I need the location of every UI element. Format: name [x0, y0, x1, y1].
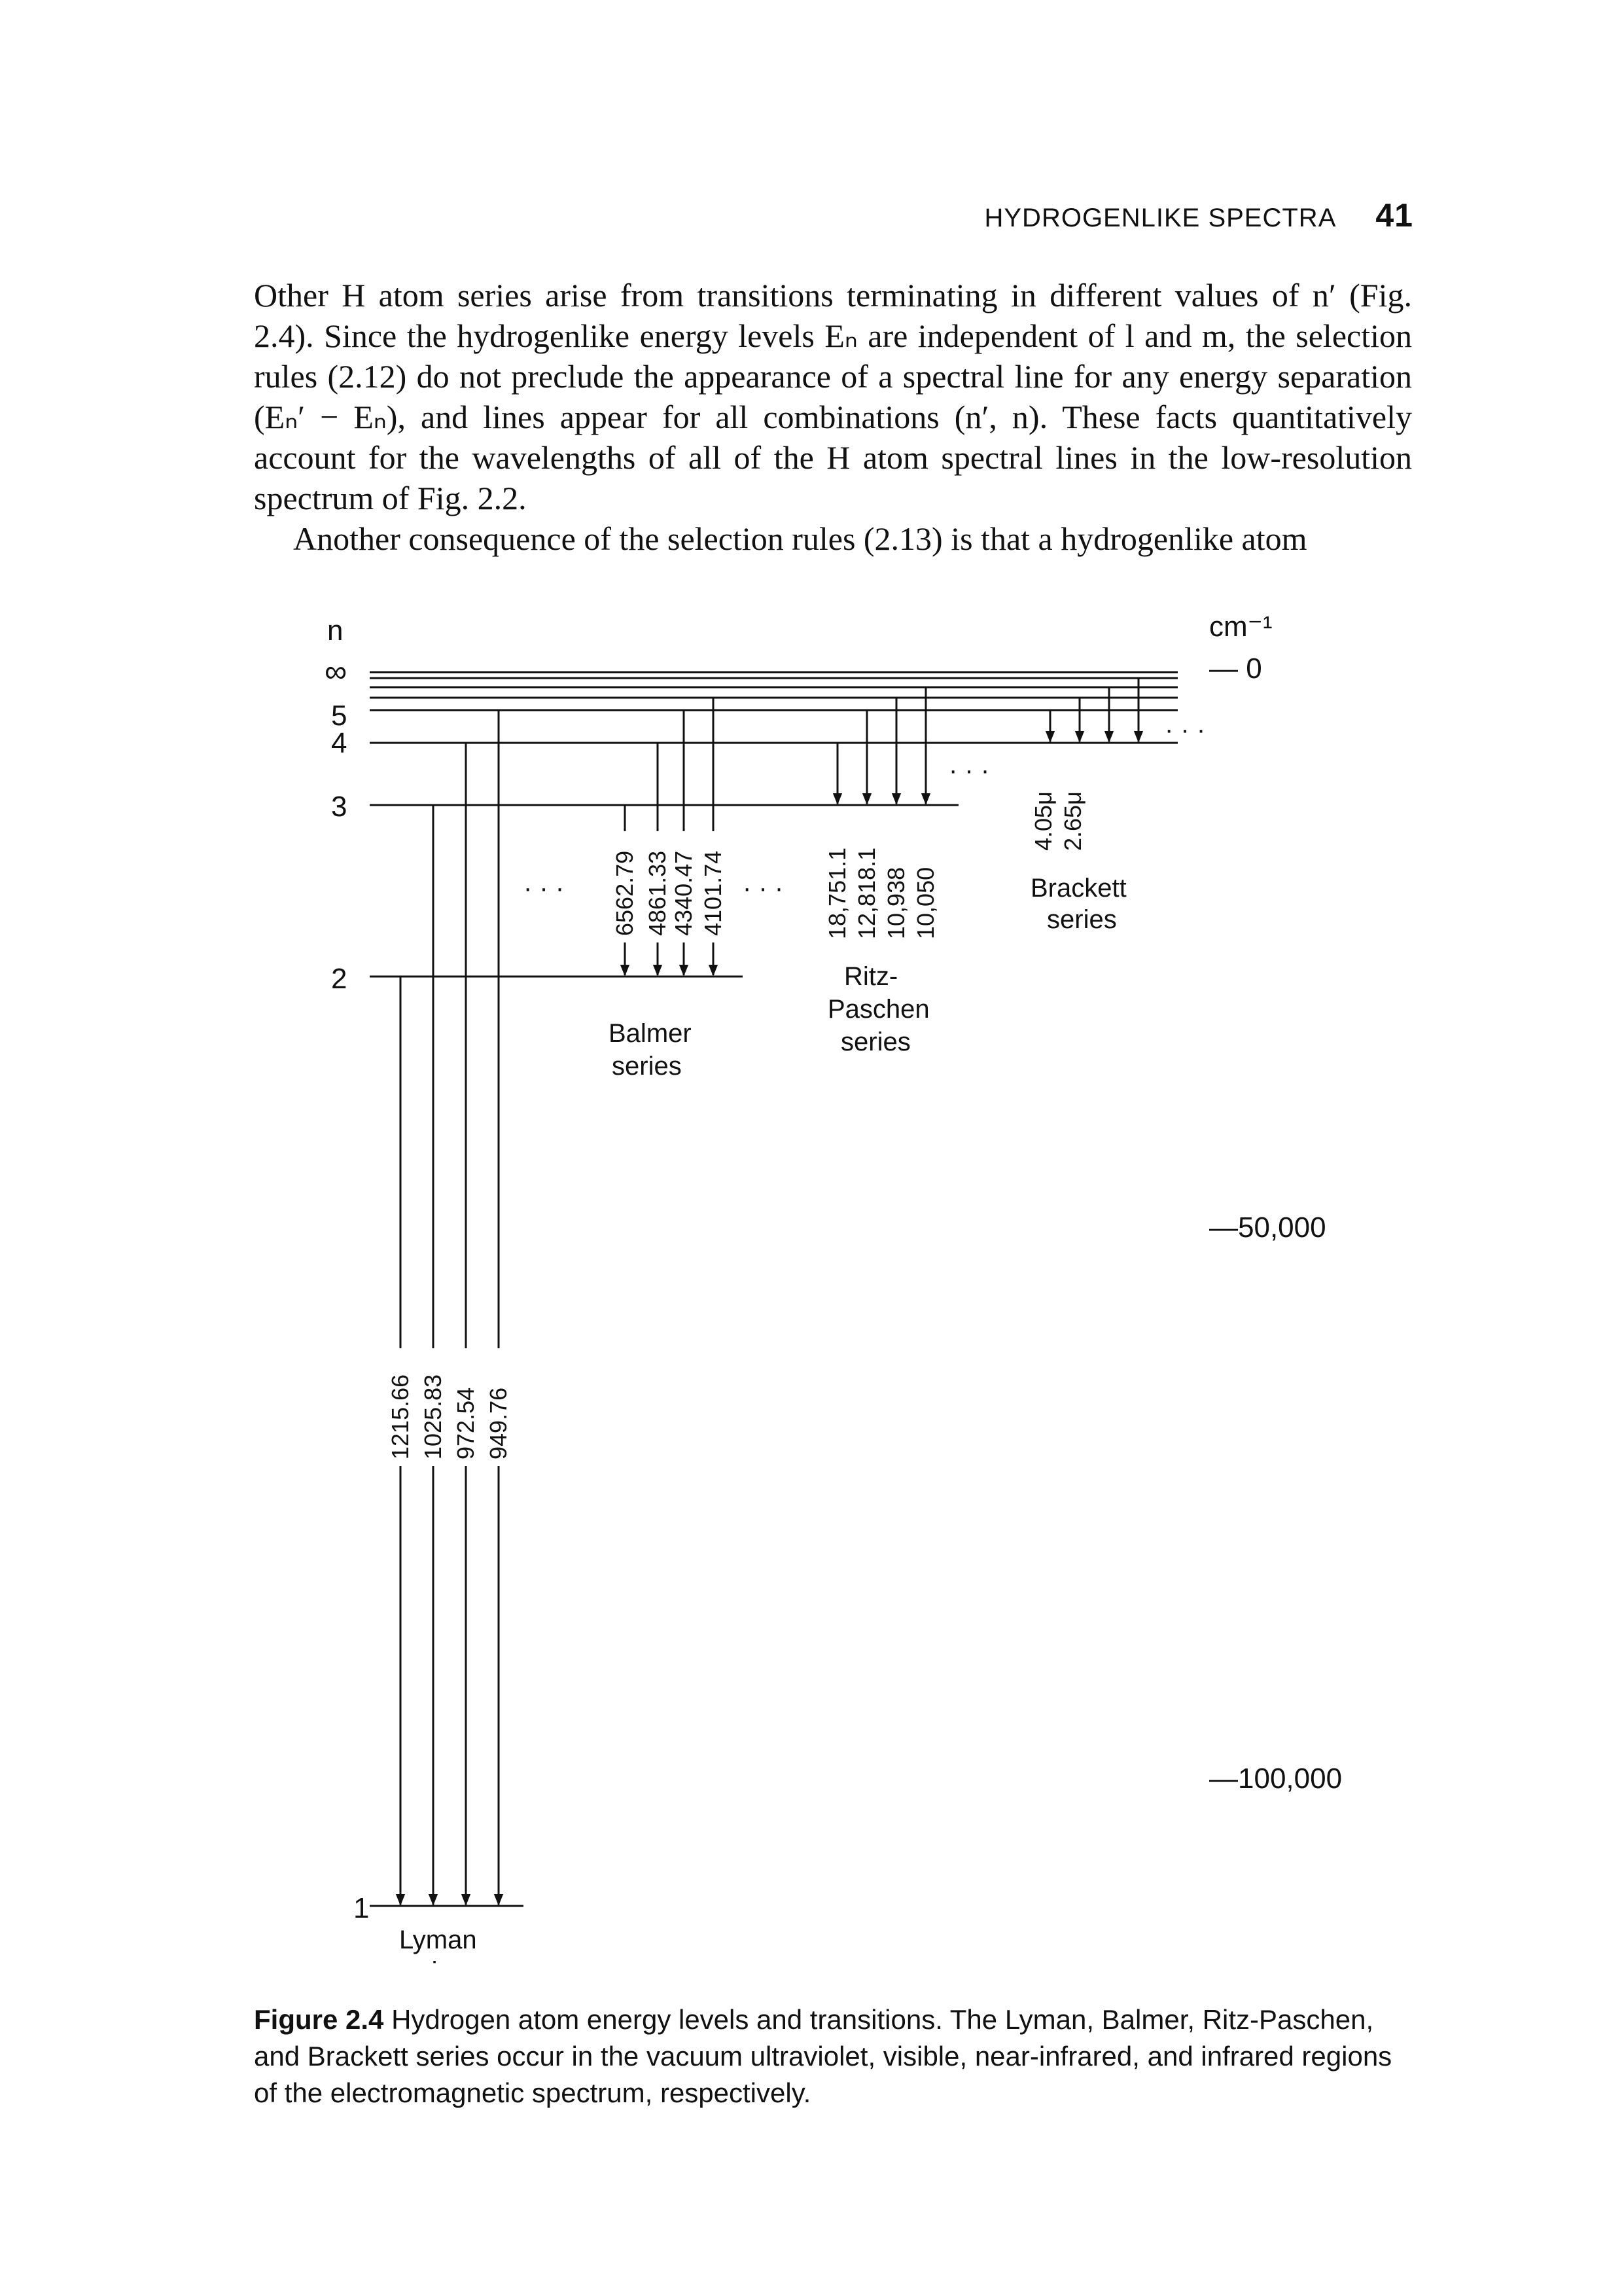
energy-level-diagram: n ∞ 5 4 3 2 1 cm⁻¹ — 0 —50,000 —100,000 … — [325, 611, 1342, 1964]
brackett-wl-1: 4.05μ — [1030, 791, 1057, 851]
body-text: Other H atom series arise from transitio… — [254, 275, 1412, 559]
level-label-5: 5 — [331, 700, 347, 732]
paschen-wl-3: 10,938 — [883, 867, 909, 939]
balmer-wl-2: 4861.33 — [644, 851, 671, 936]
running-header: HYDROGENLIKE SPECTRA 41 — [0, 196, 1413, 234]
lyman-lines — [395, 710, 504, 1906]
paschen-wl-2: 12,818.1 — [853, 848, 880, 939]
balmer-wl-3: 4340.47 — [670, 851, 697, 936]
balmer-ellipsis: · · · — [523, 874, 564, 903]
paragraph-2: Another consequence of the selection rul… — [293, 520, 1307, 557]
paragraph-1: Other H atom series arise from transitio… — [254, 277, 1412, 516]
level-label-3: 3 — [331, 791, 347, 823]
brackett-series-label-2: series — [1047, 905, 1117, 934]
lyman-series-label-1: Lyman — [399, 1926, 477, 1954]
brackett-lines — [1045, 678, 1144, 743]
balmer-wavelengths: 6562.79 4861.33 4340.47 4101.74 — [611, 851, 726, 936]
level-label-2: 2 — [331, 963, 347, 995]
balmer-series-label-2: series — [612, 1052, 682, 1081]
level-label-4: 4 — [331, 727, 347, 759]
energy-levels — [370, 671, 1178, 1907]
balmer-wl-1: 6562.79 — [611, 851, 638, 936]
brackett-series-label-1: Brackett — [1031, 874, 1127, 903]
figure-caption-text: Hydrogen atom energy levels and transiti… — [254, 2004, 1392, 2108]
brackett-wl-2: 2.65μ — [1059, 791, 1086, 851]
brackett-wavelengths: 4.05μ 2.65μ — [1030, 791, 1086, 851]
figure-caption: Figure 2.4 Hydrogen atom energy levels a… — [254, 2001, 1412, 2111]
balmer-lines — [620, 698, 718, 977]
balmer-series-label-1: Balmer — [609, 1019, 692, 1048]
paschen-lines — [832, 687, 931, 805]
lyman-wl-3: 972.54 — [452, 1388, 479, 1460]
unit-label: cm⁻¹ — [1209, 611, 1273, 643]
balmer-wl-4: 4101.74 — [699, 851, 726, 936]
figure-label: Figure 2.4 — [254, 2004, 384, 2035]
paschen-series-label-2: Paschen — [828, 995, 930, 1024]
paschen-series-label-1: Ritz- — [844, 962, 898, 991]
energy-tick-0: — 0 — [1209, 653, 1262, 685]
lyman-wl-4: 949.76 — [485, 1388, 512, 1460]
page-number: 41 — [1375, 197, 1413, 234]
paschen-ellipsis: · · · — [743, 874, 783, 903]
energy-tick-50000: —50,000 — [1209, 1211, 1326, 1244]
lyman-wl-1: 1215.66 — [387, 1374, 414, 1460]
running-title: HYDROGENLIKE SPECTRA — [984, 204, 1337, 232]
paschen-wl-1: 18,751.1 — [824, 848, 851, 939]
brackett-ellipsis-right: · · · — [1165, 715, 1205, 744]
lyman-wavelengths: 1215.66 1025.83 972.54 949.76 — [387, 1374, 512, 1460]
lyman-wl-2: 1025.83 — [419, 1374, 446, 1460]
paschen-series-label-3: series — [841, 1028, 911, 1056]
energy-tick-100000: —100,000 — [1209, 1763, 1342, 1795]
n-axis-label: n — [327, 615, 343, 647]
level-label-inf: ∞ — [325, 655, 347, 689]
level-label-1: 1 — [353, 1892, 369, 1924]
paschen-wl-4: 10,050 — [912, 867, 939, 939]
lyman-series-label-2: series — [395, 1957, 465, 1964]
paschen-wavelengths: 18,751.1 12,818.1 10,938 10,050 — [824, 848, 939, 939]
brackett-ellipsis-left: · · · — [949, 756, 989, 785]
